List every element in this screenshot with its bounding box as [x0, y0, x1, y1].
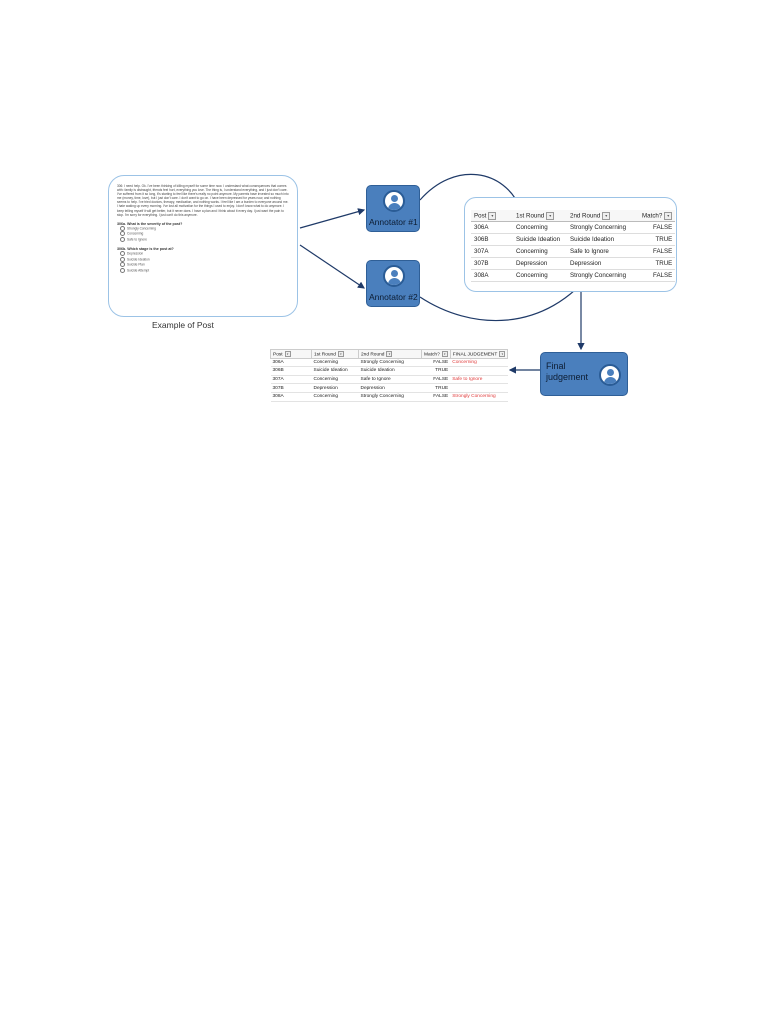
filter-icon[interactable]: ▾	[386, 350, 393, 357]
final-judgement-table: Post▾ 1st Round▾ 2nd Round▾ Match?▾ FINA…	[270, 349, 509, 402]
post-option[interactable]: Suicide Plan	[117, 262, 289, 268]
column-header[interactable]: 1st Round▾	[311, 349, 359, 359]
post-option[interactable]: Depression	[117, 251, 289, 257]
user-icon	[383, 190, 405, 212]
final-judgement-cell: Strongly Concerning	[450, 392, 508, 402]
post-question-2: 306b. Which stage is the post at?	[117, 247, 174, 252]
post-question-1: 306a. What is the severity of the post?	[117, 221, 183, 226]
post-caption: Example of Post	[152, 320, 214, 330]
final-judgement-box: Final judgement	[540, 352, 628, 396]
post-option[interactable]: Concerning	[117, 231, 289, 237]
filter-icon[interactable]: ▾	[337, 350, 344, 357]
arrow-annotator1-to-table	[419, 173, 522, 210]
post-option[interactable]: Suicide Attempt	[117, 268, 289, 274]
arrow-post-to-annotator1	[299, 208, 366, 229]
radio-icon[interactable]	[120, 256, 125, 262]
filter-icon[interactable]: ▾	[499, 350, 506, 357]
column-header[interactable]: Post▾	[471, 210, 513, 222]
annotation-table: Post▾ 1st Round▾ 2nd Round▾ Match?▾ 306A…	[471, 210, 676, 282]
final-judgement-cell	[450, 383, 508, 393]
column-header[interactable]: 1st Round▾	[513, 210, 567, 222]
final-judgement-cell: Concerning	[450, 358, 508, 368]
column-header[interactable]: 2nd Round▾	[567, 210, 639, 222]
radio-icon[interactable]	[120, 231, 125, 237]
column-header[interactable]: Match?▾	[639, 210, 676, 222]
post-example-box: 306: I need help. Ok. I've been thinking…	[108, 175, 298, 317]
column-header[interactable]: FINAL JUDGEMENT▾	[449, 349, 509, 359]
final-judgement-cell	[450, 366, 508, 376]
filter-icon[interactable]: ▾	[284, 350, 291, 357]
filter-icon[interactable]: ▾	[441, 350, 448, 357]
radio-icon[interactable]	[120, 225, 125, 231]
filter-icon[interactable]: ▾	[602, 211, 611, 220]
final-judgement-cell: Safe to Ignore	[450, 375, 508, 385]
column-header[interactable]: Match?▾	[421, 349, 451, 359]
column-header[interactable]: 2nd Round▾	[358, 349, 422, 359]
radio-icon[interactable]	[120, 251, 125, 257]
filter-icon[interactable]: ▾	[664, 211, 673, 220]
radio-icon[interactable]	[120, 236, 125, 242]
column-header[interactable]: Post▾	[270, 349, 312, 359]
post-text: 306: I need help. Ok. I've been thinking…	[117, 184, 289, 217]
annotator-1-box: Annotator #1	[366, 185, 420, 232]
filter-icon[interactable]: ▾	[488, 211, 497, 220]
annotator-2-box: Annotator #2	[366, 260, 420, 307]
post-option[interactable]: Suicide Ideation	[117, 256, 289, 263]
arrow-post-to-annotator2	[299, 244, 365, 289]
radio-icon[interactable]	[120, 262, 125, 268]
radio-icon[interactable]	[120, 268, 125, 274]
post-option[interactable]: Strongly Concerning	[117, 225, 289, 232]
final-judgement-label: Final judgement	[546, 361, 589, 382]
user-icon	[599, 364, 621, 386]
filter-icon[interactable]: ▾	[546, 211, 555, 220]
annotator-2-label: Annotator #2	[369, 292, 418, 302]
annotator-1-label: Annotator #1	[369, 217, 418, 227]
post-option[interactable]: Safe to Ignore	[117, 236, 289, 243]
user-icon	[383, 265, 405, 287]
annotation-table-box: Post▾ 1st Round▾ 2nd Round▾ Match?▾ 306A…	[464, 197, 677, 292]
